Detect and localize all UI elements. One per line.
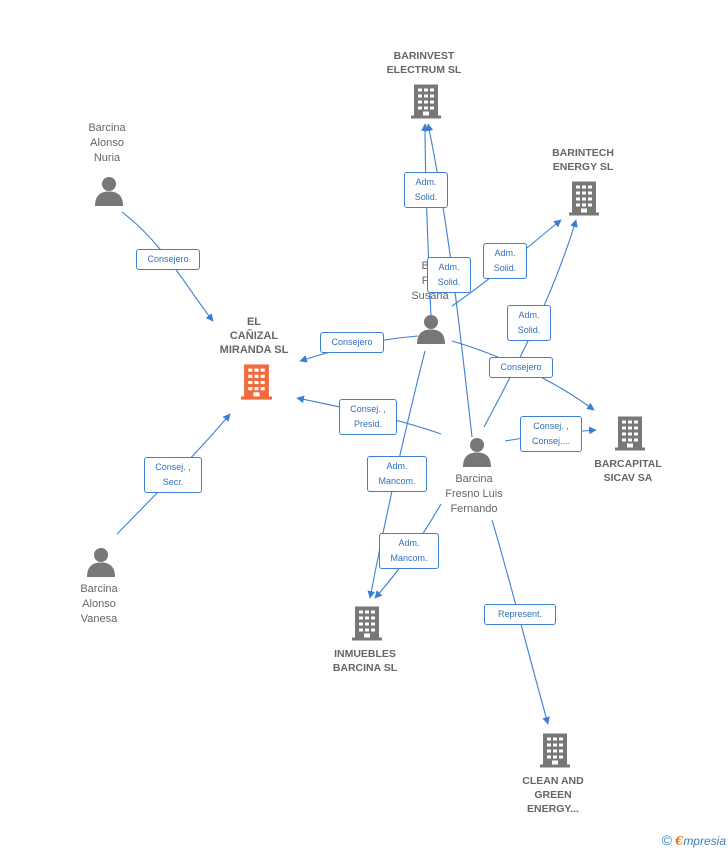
edge-label-susana-adm-inmuebles[interactable]: Adm. Mancom. [367,456,427,492]
edge-label-line: Secr. [162,477,184,487]
edge-label-line: Consej. , [350,404,386,414]
node-label-barintech[interactable]: BARINTECH ENERGY SL [523,146,643,174]
edge-label-line: Adm. [518,310,540,320]
label-line: GREEN [534,789,572,801]
edge-label-luis-adm-inmuebles[interactable]: Adm. Mancom. [379,533,439,569]
edge-label-line: Adm. [398,538,420,548]
person-icon-susana [417,315,445,344]
label-line: Alonso [90,137,124,149]
edge-label-line: Solid. [493,263,517,273]
building-icon-barinvest [411,84,441,119]
label-line: ENERGY SL [552,161,614,173]
edge-label-line: Mancom. [378,476,416,486]
edge-label-luis-adm-barinvest[interactable]: Adm. Solid. [427,257,471,293]
node-label-inmuebles[interactable]: INMUEBLES BARCINA SL [305,647,425,675]
person-icon-vanesa [87,548,115,577]
label-line: Barcina [88,122,126,134]
label-line: ENERGY... [527,803,579,815]
edge-label-line: Adm. [438,262,460,272]
edge-label-line: Mancom. [390,553,428,563]
edge-label-line: Adm. [415,177,437,187]
copyright-icon: © [661,832,672,848]
building-icon-elcanizal [241,364,272,400]
label-line: CAÑIZAL [229,330,279,342]
node-label-clean[interactable]: CLEAN AND GREEN ENERGY... [493,774,613,816]
label-line: BARINVEST [393,50,455,62]
building-icon-barcapital [615,416,645,451]
label-line: Fresno Luis [445,488,503,500]
edge-label-luis-consej-barcap[interactable]: Consej. , Consej.... [520,416,582,452]
edge-label-susana-consejero-elc[interactable]: Consejero [320,332,384,353]
label-line: EL [246,316,262,328]
label-line: CLEAN AND [522,775,584,787]
edge-label-line: Consejero [500,362,542,372]
label-line: BARCINA SL [332,662,398,674]
edge-label-line: Consej. , [155,462,191,472]
edge-label-line: Presid. [353,419,382,429]
label-line: Barcina [80,583,118,595]
person-icon-nuria [95,177,123,206]
label-line: Susana [411,290,449,302]
edge-label-line: Solid. [414,192,438,202]
label-line: MIRANDA SL [219,344,289,356]
edge-label-susana-adm-barintech[interactable]: Adm. Solid. [483,243,527,279]
edge-label-line: Consejero [331,337,373,347]
edge-label-line: Adm. [494,248,516,258]
label-line: Fernando [450,503,498,515]
label-line: BARINTECH [552,147,614,159]
label-line: INMUEBLES [334,648,396,660]
label-line: Alonso [82,598,116,610]
label-line: ELECTRUM SL [386,64,462,76]
empresia-logo-text: mpresia [683,834,726,848]
edge-label-line: Consej.... [531,436,571,446]
node-label-elcanizal[interactable]: EL CAÑIZAL MIRANDA SL [194,315,314,357]
building-icon-barintech [569,181,599,216]
edge-label-line: Solid. [517,325,541,335]
edge-label-luis-consej-elc[interactable]: Consej. , Presid. [339,399,397,435]
edge-label-vanesa-consej[interactable]: Consej. , Secr. [144,457,202,493]
label-line: BARCAPITAL [594,458,662,470]
node-label-barinvest[interactable]: BARINVEST ELECTRUM SL [364,49,484,77]
building-icon-inmuebles [352,606,382,641]
empresia-logo-e: € [674,834,684,848]
edge-label-line: Consej. , [533,421,569,431]
edge-label-nuria-consejero[interactable]: Consejero [136,249,200,270]
edge-label-line: Solid. [437,277,461,287]
label-line: Vanesa [80,613,118,625]
edge-label-susana-consejero-barcap[interactable]: Consejero [489,357,553,378]
label-line: Barcina [455,473,493,485]
edge-label-luis-represent[interactable]: Represent. [484,604,556,625]
person-icon-luis [463,438,491,467]
edge-label-line: Adm. [386,461,408,471]
building-icon-clean [540,733,570,768]
edge-label-luis-adm-barintech[interactable]: Adm. Solid. [507,305,551,341]
label-line: Nuria [93,152,121,164]
edge-label-line: Represent. [497,609,543,619]
edge-label-susana-adm-barinvest[interactable]: Adm. Solid. [404,172,448,208]
edge-label-line: Consejero [147,254,189,264]
empresia-watermark: ©€mpresia [662,832,726,848]
label-line: SICAV SA [603,472,653,484]
node-label-barcapital[interactable]: BARCAPITAL SICAV SA [568,457,688,485]
